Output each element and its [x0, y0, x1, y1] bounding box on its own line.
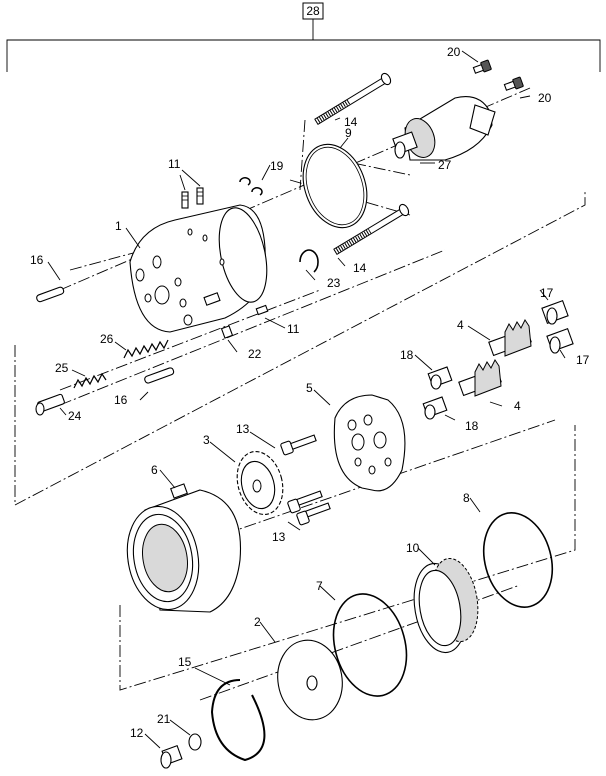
callout-13-upper: 13: [236, 422, 250, 436]
callout-4-lower: 4: [514, 399, 521, 413]
dowel-pin-16-upper: [36, 286, 65, 303]
leader-lines: [47, 50, 566, 749]
spring-25: [73, 372, 107, 389]
callout-11-upper: 11: [168, 157, 181, 171]
callout-20-lower: 20: [538, 91, 552, 105]
plug-12: [160, 744, 183, 769]
callout-20-upper: 20: [447, 45, 461, 59]
o-ring-9: [302, 143, 368, 229]
callout-14-upper: 14: [344, 115, 358, 129]
fitting-22: [220, 325, 234, 339]
callout-2: 2: [254, 615, 261, 629]
callout-16-lower: 16: [114, 393, 128, 407]
callout-15: 15: [178, 655, 192, 669]
callout-11-lower: 11: [287, 322, 300, 336]
bushing-18-lower: [422, 396, 448, 420]
screw-20-upper: [472, 59, 492, 74]
housing-1: [129, 204, 268, 333]
assembly-bracket: 28: [6, 2, 601, 72]
thrust-washer-2: [277, 639, 343, 721]
gear-shaft-4-lower: [458, 359, 502, 397]
callout-19: 19: [270, 159, 284, 173]
callout-1: 1: [115, 219, 122, 233]
callout-17-lower: 17: [576, 353, 590, 367]
ring-housing-6: [126, 483, 242, 613]
bushing-17-lower: [546, 328, 574, 354]
callout-18-lower: 18: [465, 419, 479, 433]
callout-labels: 20 20 14 9 11 19 27 1 16 14 23 11 22 26 …: [30, 45, 590, 740]
retaining-ring-23: [299, 249, 319, 273]
gear-shaft-4-upper: [488, 319, 532, 357]
pins-11: [181, 187, 269, 316]
snap-ring-19: [239, 177, 263, 196]
callout-24: 24: [68, 409, 82, 423]
bushing-18-upper: [427, 366, 453, 390]
callout-21: 21: [157, 712, 171, 726]
assembly-ref-label: 28: [306, 4, 320, 18]
screw-13-lower: [287, 490, 331, 526]
bracket-line: [6, 39, 601, 72]
snap-ring-15: [210, 679, 266, 762]
callout-6: 6: [151, 463, 158, 477]
callout-4-upper: 4: [457, 318, 464, 332]
callout-7: 7: [316, 579, 323, 593]
callout-23: 23: [327, 276, 341, 290]
callout-26: 26: [100, 332, 114, 346]
bolt-14-upper: [314, 72, 392, 125]
callout-3: 3: [203, 433, 210, 447]
ring-gear-10: [413, 557, 479, 654]
callout-10: 10: [406, 541, 420, 555]
callout-17-upper: 17: [540, 286, 554, 300]
dowel-pin-16-lower: [144, 367, 175, 384]
plunger-24: [35, 393, 65, 416]
spring-26: [123, 339, 169, 359]
callout-27: 27: [438, 158, 452, 172]
callout-18-upper: 18: [400, 348, 414, 362]
o-ring-9-inner: [305, 146, 365, 226]
callout-22: 22: [248, 347, 262, 361]
bolt-14-lower: [333, 203, 410, 255]
callout-5: 5: [306, 381, 313, 395]
screw-13-upper: [280, 434, 317, 456]
washer-21: [188, 733, 202, 751]
solenoid-valve-27: [392, 96, 496, 161]
callout-16-upper: 16: [30, 253, 44, 267]
gear-3: [236, 451, 284, 515]
screw-20-lower: [503, 76, 524, 91]
bushing-17-upper: [541, 300, 569, 325]
centerlines: [14, 87, 586, 701]
callout-25: 25: [55, 361, 69, 375]
callout-9: 9: [345, 126, 352, 140]
callout-8: 8: [463, 491, 470, 505]
callout-12: 12: [130, 726, 144, 740]
gear-plate-5: [333, 394, 406, 492]
callout-14-lower: 14: [353, 261, 367, 275]
callout-13-lower: 13: [272, 530, 286, 544]
o-ring-8: [482, 512, 554, 608]
o-ring-7: [332, 593, 408, 697]
